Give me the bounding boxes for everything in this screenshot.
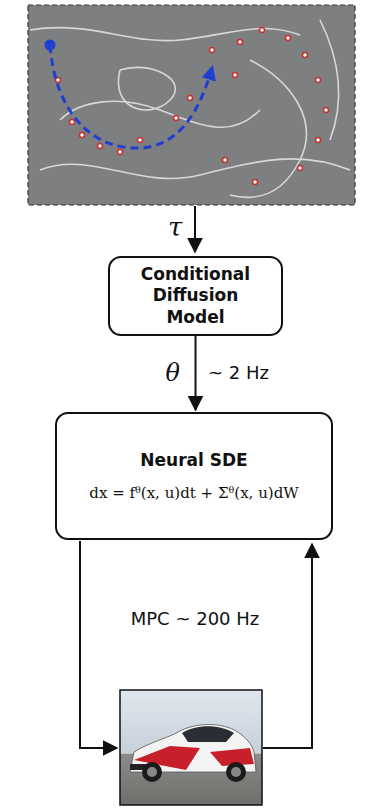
rate-label: ~ 2 Hz [208, 362, 269, 383]
box-title: Neural SDE [140, 450, 247, 471]
car-photo [120, 690, 262, 805]
rate-label: MPC ~ 200 Hz [131, 608, 260, 629]
box-title: Conditional Diffusion Model [122, 264, 269, 328]
input-symbol: τ [168, 212, 182, 242]
equation: dx = fᶿ(x, u)dt + Σᶿ(x, u)dW [89, 484, 298, 502]
loop-line [263, 544, 312, 748]
flow-arrow [195, 336, 197, 410]
process-box: Conditional Diffusion Model [108, 256, 283, 336]
loop-line [80, 541, 117, 748]
track-photo [28, 5, 355, 205]
parameter-symbol: θ [166, 359, 180, 387]
input-arrow [194, 206, 196, 252]
process-box: Neural SDE dx = fᶿ(x, u)dt + Σᶿ(x, u)dW [55, 412, 333, 540]
